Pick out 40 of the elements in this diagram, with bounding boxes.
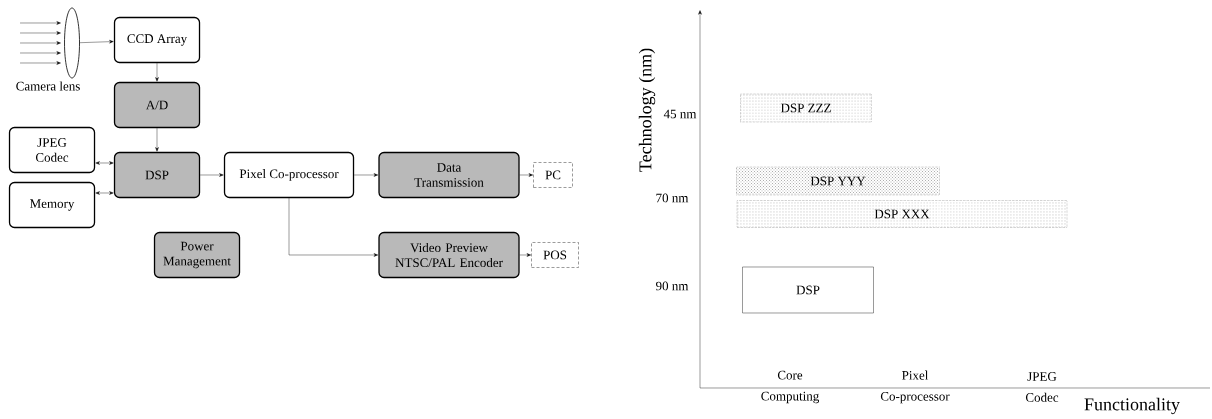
process-box: CCD Array [113, 16, 201, 64]
arrow [19, 61, 61, 65]
arrow [288, 197, 378, 257]
bar-box: DSP YYY [736, 166, 940, 196]
arrow [199, 173, 224, 177]
category-label: Core Computing [761, 370, 819, 404]
arrow [519, 253, 531, 257]
process-box: Memory [8, 181, 96, 229]
output-box: POS [531, 242, 579, 268]
node-label: Camera lens [16, 81, 80, 91]
tick-label: 45 nm [663, 109, 697, 119]
arrow [95, 161, 114, 165]
bar-box: DSP ZZZ [740, 93, 872, 123]
bar-box: DSP XXX [736, 200, 1068, 228]
process-box: Power Management [153, 231, 241, 279]
arrow [19, 51, 61, 55]
process-box: A/D [113, 81, 201, 129]
arrow [95, 191, 114, 195]
process-box: Pixel Co-processor [223, 151, 355, 199]
lens-shape [64, 7, 80, 79]
tick-label: 90 nm [656, 281, 689, 291]
process-box: DSP [113, 151, 201, 199]
tick-label: 70 nm [656, 193, 689, 203]
bar-box: DSP [742, 266, 874, 314]
process-box: Data Transmission [378, 151, 520, 199]
process-box: JPEG Codec [8, 126, 96, 174]
arrow [155, 127, 159, 152]
axis-title: Functionality [1084, 397, 1180, 415]
arrow [19, 21, 61, 25]
arrow [353, 173, 378, 177]
category-label: JPEG Codec [1025, 372, 1059, 402]
category-label: Pixel Co-processor [880, 370, 950, 404]
arrow [19, 31, 61, 35]
axis-title: Technology (nm) [638, 48, 656, 172]
arrow [519, 173, 533, 177]
process-box: Video Preview NTSC/PAL Encoder [378, 231, 520, 279]
arrow [155, 62, 159, 82]
arrow [79, 39, 114, 44]
output-box: PC [533, 162, 573, 188]
arrow [19, 41, 61, 45]
